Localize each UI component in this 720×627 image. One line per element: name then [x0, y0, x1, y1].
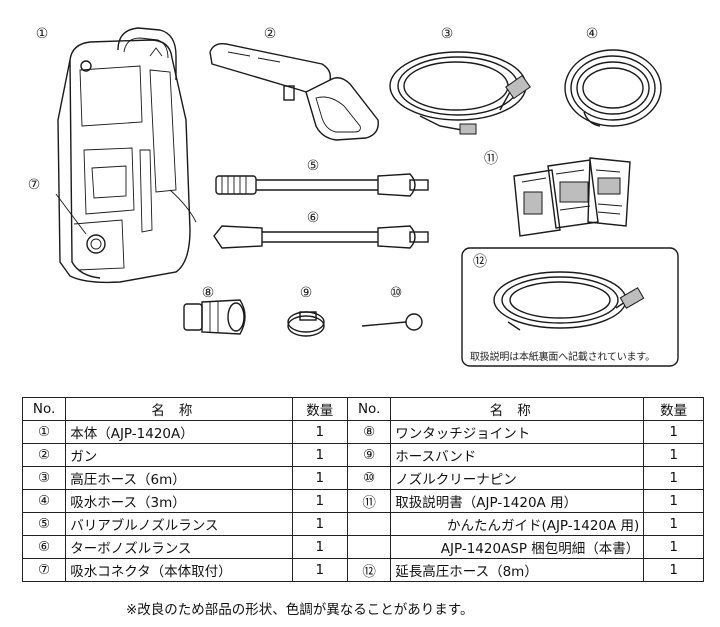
row-qty: 1 — [291, 535, 349, 559]
header-qty-left: 数量 — [291, 397, 349, 421]
nozzle-cleaner-pin-drawing — [361, 313, 423, 331]
row-name: 取扱説明書（AJP-1420A 用） — [390, 489, 645, 513]
row-qty: 1 — [643, 558, 704, 582]
row-qty: 1 — [643, 512, 704, 536]
high-pressure-hose-drawing — [389, 51, 531, 135]
row-qty: 1 — [643, 535, 704, 559]
callout-4: ④ — [585, 26, 599, 42]
row-no: ⑧ — [347, 420, 392, 444]
manuals-drawing — [513, 157, 631, 237]
row-name: 吸水コネクタ（本体取付） — [65, 558, 293, 582]
header-no-left: No. — [21, 397, 67, 421]
table-row: ④ 吸水ホース（3m） 1 ⑪ 取扱説明書（AJP-1420A 用） 1 — [21, 489, 704, 513]
pressure-washer-body-drawing — [55, 27, 197, 284]
callout-5: ⑤ — [306, 158, 320, 174]
row-qty: 1 — [643, 466, 704, 490]
row-no: ② — [21, 443, 67, 467]
parts-list-table: No. 名称 数量 No. 名称 数量 ① 本体（AJP-1420A） 1 ⑧ … — [21, 397, 704, 582]
parts-illustration: ① ② ③ ④ ⑤ ⑥ ⑦ ⑧ ⑨ ⑩ ⑪ ⑫ 取扱説明は本紙裏面へ記載されてい… — [27, 26, 679, 367]
row-qty: 1 — [643, 420, 704, 444]
row-no: ⑪ — [347, 489, 392, 513]
callout-9: ⑨ — [299, 285, 313, 301]
row-name: 高圧ホース（6m） — [65, 466, 293, 490]
row-no — [347, 535, 392, 559]
callout-1: ① — [35, 26, 49, 42]
box12-note: 取扱説明は本紙裏面へ記載されています。 — [470, 352, 655, 363]
row-name: バリアブルノズルランス — [65, 512, 293, 536]
table-row: ⑤ バリアブルノズルランス 1 かんたんガイド(AJP-1420A 用) 1 — [21, 512, 704, 536]
table-row: ⑥ ターボノズルランス 1 AJP-1420ASP 梱包明細（本書） 1 — [21, 535, 704, 559]
row-no: ⑥ — [21, 535, 67, 559]
row-no: ⑦ — [21, 558, 67, 582]
extension-hose-box — [461, 247, 679, 367]
callout-10: ⑩ — [389, 285, 403, 301]
variable-nozzle-lance-drawing — [215, 173, 429, 197]
row-qty: 1 — [291, 489, 349, 513]
header-qty-right: 数量 — [643, 397, 704, 421]
row-qty: 1 — [291, 443, 349, 467]
callout-8: ⑧ — [201, 285, 215, 301]
row-qty: 1 — [643, 443, 704, 467]
parts-drawing — [55, 27, 679, 367]
row-qty: 1 — [291, 466, 349, 490]
callout-12: ⑫ — [473, 254, 487, 270]
table-row: ① 本体（AJP-1420A） 1 ⑧ ワンタッチジョイント 1 — [21, 420, 704, 444]
hose-band-drawing — [287, 311, 325, 337]
row-no: ⑩ — [347, 466, 392, 490]
table-row: ② ガン 1 ⑨ ホースバンド 1 — [21, 443, 704, 467]
row-name: ワンタッチジョイント — [390, 420, 645, 444]
callout-6: ⑥ — [306, 210, 320, 226]
row-name: 本体（AJP-1420A） — [65, 420, 293, 444]
row-no: ⑫ — [347, 558, 392, 582]
suction-hose-drawing — [564, 49, 662, 127]
table-row: ③ 高圧ホース（6m） 1 ⑩ ノズルクリーナピン 1 — [21, 466, 704, 490]
footnote: ※改良のため部品の形状、色調が異なることがあります。 — [126, 602, 474, 618]
callout-11: ⑪ — [484, 151, 498, 167]
table-row: ⑦ 吸水コネクタ（本体取付） 1 ⑫ 延長高圧ホース（8m） 1 — [21, 558, 704, 582]
callout-7: ⑦ — [27, 177, 41, 193]
row-no: ③ — [21, 466, 67, 490]
row-no: ⑤ — [21, 512, 67, 536]
row-no: ④ — [21, 489, 67, 513]
row-name: 吸水ホース（3m） — [65, 489, 293, 513]
spray-gun-drawing — [209, 42, 379, 141]
header-no-right: No. — [347, 397, 392, 421]
row-name: かんたんガイド(AJP-1420A 用) — [390, 512, 645, 536]
table-header-row: No. 名称 数量 No. 名称 数量 — [21, 397, 704, 421]
callout-3: ③ — [440, 26, 454, 42]
header-name-left: 名称 — [65, 397, 293, 421]
row-qty: 1 — [291, 558, 349, 582]
row-name: ノズルクリーナピン — [390, 466, 645, 490]
row-name: ホースバンド — [390, 443, 645, 467]
row-name: ガン — [65, 443, 293, 467]
callout-2: ② — [263, 26, 277, 42]
row-no — [347, 512, 392, 536]
header-name-right: 名称 — [390, 397, 645, 421]
row-qty: 1 — [291, 420, 349, 444]
row-no: ⑨ — [347, 443, 392, 467]
row-no: ① — [21, 420, 67, 444]
row-name: AJP-1420ASP 梱包明細（本書） — [390, 535, 645, 559]
row-qty: 1 — [291, 512, 349, 536]
row-name: ターボノズルランス — [65, 535, 293, 559]
row-qty: 1 — [643, 489, 704, 513]
row-name: 延長高圧ホース（8m） — [390, 558, 645, 582]
one-touch-joint-drawing — [183, 299, 246, 335]
turbo-nozzle-lance-drawing — [213, 225, 429, 249]
